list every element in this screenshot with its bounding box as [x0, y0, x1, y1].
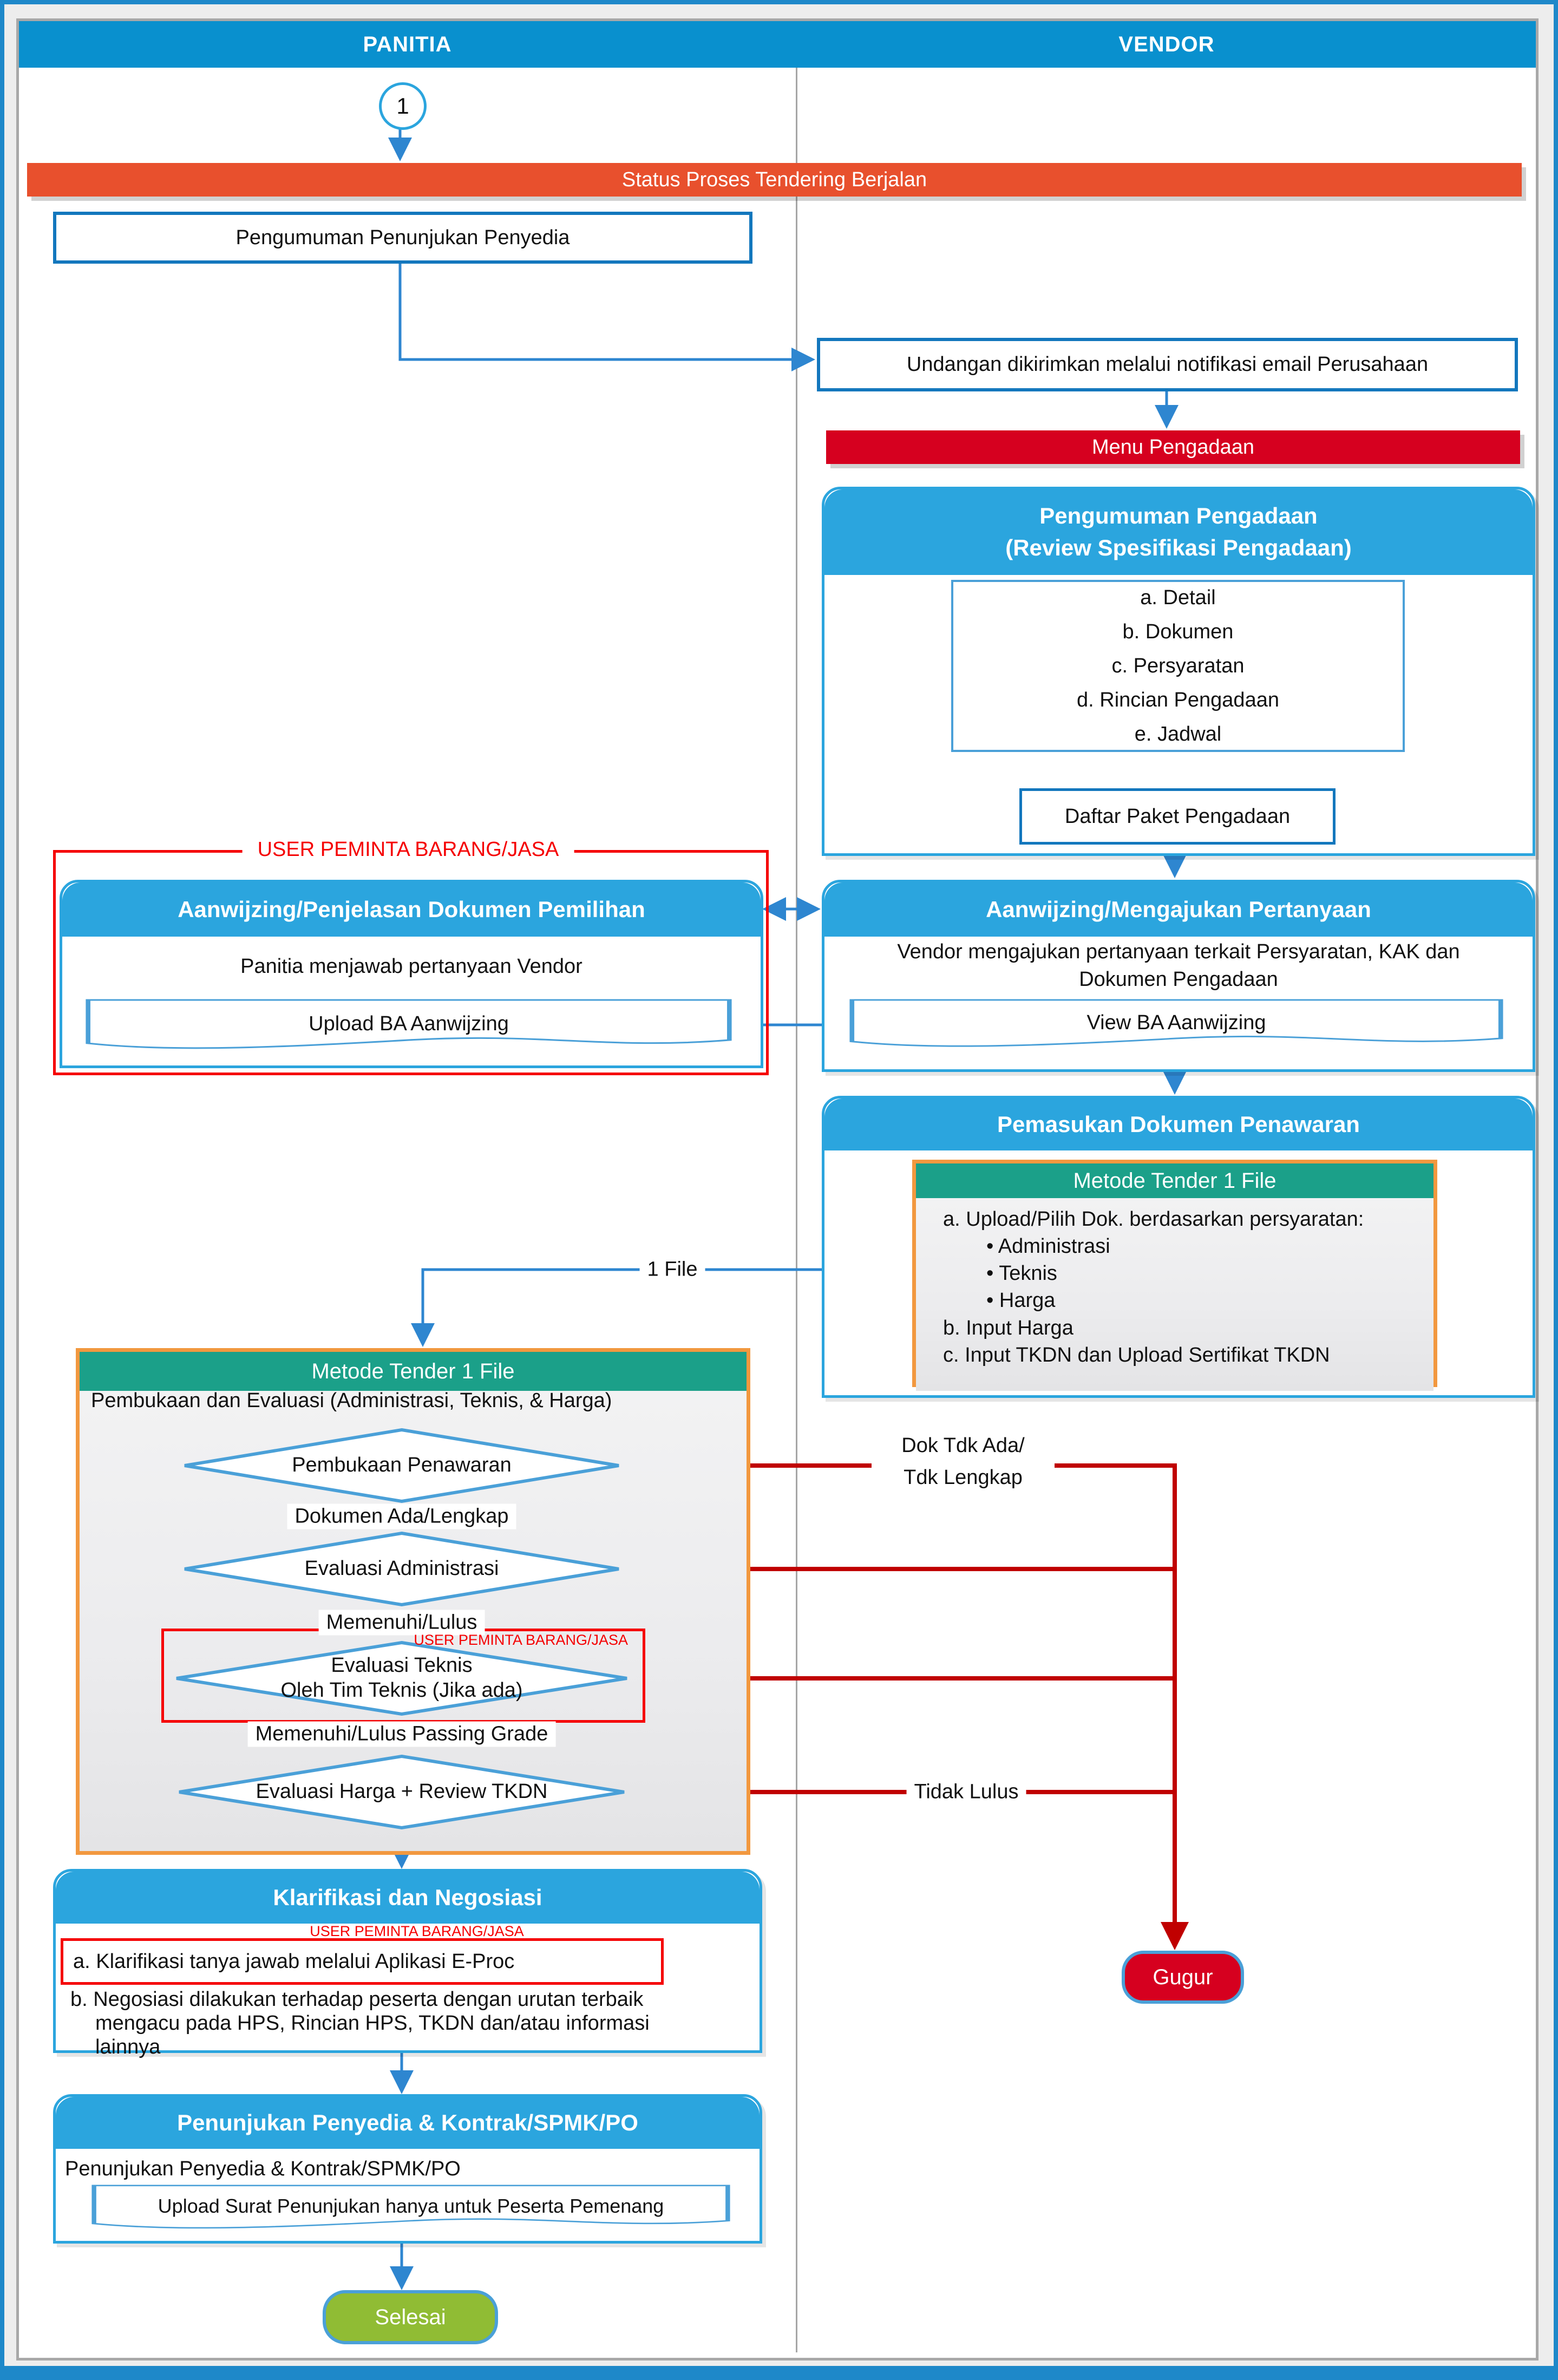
pemasukan-title: Pemasukan Dokumen Penawaran [824, 1099, 1533, 1150]
pengumuman-penunjukan-box: Pengumuman Penunjukan Penyedia [53, 212, 752, 264]
undangan-box: Undangan dikirimkan melalui notifikasi e… [817, 338, 1518, 391]
daftar-paket-box: Daftar Paket Pengadaan [1019, 788, 1336, 845]
metode-tender-panitia-title: Metode Tender 1 File [80, 1352, 747, 1391]
aanwijzing-vendor-body1: Vendor mengajukan pertanyaan terkait Per… [897, 940, 1460, 963]
gugur-node: Gugur [1122, 1951, 1244, 2004]
pemasukan-item-b: b. Input Harga [943, 1316, 1073, 1339]
upload-surat-penunjukan-doc: Upload Surat Penunjukan hanya untuk Pese… [91, 2185, 731, 2232]
aanwijzing-panitia-title: Aanwijzing/Penjelasan Dokumen Pemilihan [62, 882, 761, 937]
upload-surat-penunjukan-label: Upload Surat Penunjukan hanya untuk Pese… [158, 2195, 664, 2218]
klarifikasi-box: Klarifikasi dan Negosiasi [53, 1869, 762, 2053]
diamond-evaluasi-harga: Evaluasi Harga + Review TKDN [177, 1754, 626, 1830]
selesai-node: Selesai [323, 2290, 498, 2344]
klarifikasi-user-label: USER PEMINTA BARANG/JASA [310, 1923, 524, 1939]
lane-header-vendor: VENDOR [1118, 32, 1215, 56]
penunjukan-title: Penunjukan Penyedia & Kontrak/SPMK/PO [56, 2097, 760, 2149]
menu-pengadaan-banner: Menu Pengadaan [826, 430, 1520, 464]
diamond-evaluasi-administrasi: Evaluasi Administrasi [182, 1531, 621, 1607]
user-peminta-group-label: USER PEMINTA BARANG/JASA [242, 838, 574, 861]
list-item: a. Detail [1140, 586, 1216, 609]
pemasukan-item-c: c. Input TKDN dan Upload Sertifikat TKDN [943, 1343, 1330, 1366]
status-banner: Status Proses Tendering Berjalan [27, 163, 1522, 197]
lane-header-panitia: PANITIA [363, 32, 452, 56]
aanwijzing-vendor-title: Aanwijzing/Mengajukan Pertanyaan [824, 882, 1533, 937]
label-tidak-lulus: Tidak Lulus [906, 1779, 1026, 1805]
upload-ba-aanwijzing-doc: Upload BA Aanwijzing [85, 999, 732, 1053]
klarifikasi-title: Klarifikasi dan Negosiasi [56, 1872, 760, 1924]
upload-ba-aanwijzing-label: Upload BA Aanwijzing [309, 1012, 509, 1035]
klarifikasi-item-b3: lainnya [95, 2036, 161, 2058]
view-ba-aanwijzing-label: View BA Aanwijzing [1086, 1011, 1266, 1034]
lane-divider [796, 21, 797, 2352]
pemasukan-bullet: • Teknis [986, 1262, 1057, 1285]
bottom-bar [4, 2366, 1554, 2376]
label-memenuhi-passing: Memenuhi/Lulus Passing Grade [247, 1721, 556, 1747]
label-one-file: 1 File [639, 1257, 705, 1283]
pembukaan-evaluasi-subtitle: Pembukaan dan Evaluasi (Administrasi, Te… [91, 1389, 612, 1412]
list-item: b. Dokumen [1122, 620, 1234, 643]
metode-tender-vendor-box: Metode Tender 1 File a. Upload/Pilih Dok… [912, 1160, 1437, 1391]
pemasukan-bullet: • Harga [986, 1289, 1056, 1312]
lane-header-band [19, 21, 1536, 68]
pengadaan-detail-list: a. Detail b. Dokumen c. Persyaratan d. R… [951, 580, 1405, 752]
klarifikasi-item-a: a. Klarifikasi tanya jawab melalui Aplik… [61, 1938, 664, 1985]
pemasukan-bullet: • Administrasi [986, 1235, 1110, 1258]
evaluasi-teknis-user-label: USER PEMINTA BARANG/JASA [414, 1632, 628, 1648]
klarifikasi-item-b2: mengacu pada HPS, Rincian HPS, TKDN dan/… [95, 2012, 650, 2035]
pengumuman-pengadaan-subtitle: (Review Spesifikasi Pengadaan) [1005, 535, 1352, 560]
list-item: e. Jadwal [1134, 722, 1222, 746]
list-item: d. Rincian Pengadaan [1077, 688, 1279, 711]
label-dok-tdk: Dok Tdk Ada/ Tdk Lengkap [872, 1429, 1055, 1495]
start-node: 1 [379, 82, 427, 130]
diamond-pembukaan-penawaran: Pembukaan Penawaran [182, 1428, 621, 1503]
pemasukan-item-a: a. Upload/Pilih Dok. berdasarkan persyar… [943, 1208, 1364, 1231]
view-ba-aanwijzing-doc: View BA Aanwijzing [849, 999, 1504, 1051]
penunjukan-body: Penunjukan Penyedia & Kontrak/SPMK/PO [65, 2157, 461, 2180]
metode-tender-vendor-title: Metode Tender 1 File [916, 1163, 1433, 1198]
label-dokumen-ada: Dokumen Ada/Lengkap [287, 1503, 516, 1529]
aanwijzing-panitia-body: Panitia menjawab pertanyaan Vendor [240, 954, 582, 978]
list-item: c. Persyaratan [1111, 654, 1245, 677]
diamond-evaluasi-teknis: Evaluasi Teknis Oleh Tim Teknis (Jika ad… [174, 1640, 629, 1716]
klarifikasi-item-b1: b. Negosiasi dilakukan terhadap peserta … [70, 1988, 644, 2011]
aanwijzing-vendor-body2: Dokumen Pengadaan [1079, 968, 1278, 991]
pengumuman-pengadaan-title: Pengumuman Pengadaan [1039, 503, 1318, 529]
